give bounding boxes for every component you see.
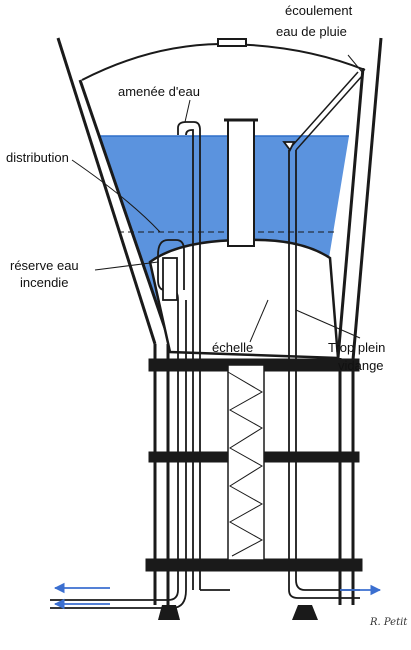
- label-ecoulement-2: eau de pluie: [276, 24, 347, 39]
- label-trop-plein-2: vidange: [338, 358, 384, 373]
- label-amenee: amenée d'eau: [118, 84, 200, 99]
- distribution-pipe: [50, 239, 187, 609]
- rain-drain-pipe: [291, 71, 363, 151]
- central-shaft: [224, 118, 258, 247]
- supply-pipe: [177, 121, 230, 591]
- label-echelle: échelle: [212, 340, 253, 355]
- label-reserve-1: réserve eau: [10, 258, 79, 273]
- overflow-pipe: [282, 141, 360, 599]
- leader-lines: [71, 54, 363, 343]
- label-trop-plein-1: Trop plein: [328, 340, 385, 355]
- tank-roof: [81, 38, 366, 81]
- tank-walls: [56, 37, 383, 361]
- tower-feet: [158, 605, 318, 620]
- label-ecoulement-1: écoulement: [285, 3, 353, 18]
- label-reserve-2: incendie: [20, 275, 68, 290]
- ladder-shaft: [227, 364, 265, 561]
- labels: écoulement eau de pluie amenée d'eau dis…: [6, 3, 408, 628]
- signature: R. Petit: [369, 617, 408, 628]
- flow-arrows: [53, 582, 382, 610]
- label-distribution: distribution: [6, 150, 69, 165]
